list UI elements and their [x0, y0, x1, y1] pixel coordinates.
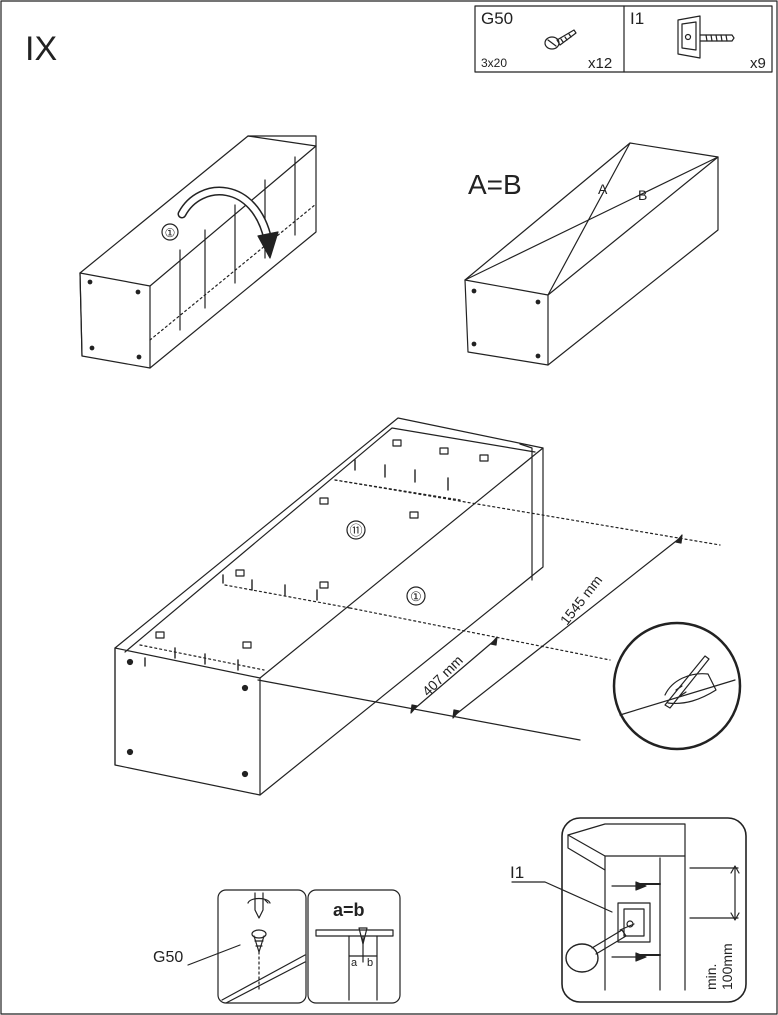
parts-table: G50 3x20 x12 I1 x9 [474, 5, 773, 73]
screw-row-1 [144, 459, 449, 671]
min-distance-label-1: min. [703, 964, 719, 990]
step-number: IX [25, 30, 57, 68]
circled-one-back-label: ① [410, 589, 422, 604]
equal-spacing-label: a=b [333, 900, 365, 920]
diagonal-a-label: A [598, 181, 608, 197]
cabinet-rotate-view: ① [79, 135, 317, 369]
dimension-long-line [454, 537, 681, 716]
bracket-icon [677, 15, 735, 59]
part-size-g50: 3x20 [481, 56, 507, 70]
dimension-short-line [412, 639, 496, 711]
circled-eleven-label: ⑪ [349, 523, 362, 538]
circled-one-label: ① [165, 226, 176, 240]
screw-callout-label: G50 [153, 949, 183, 966]
equal-diagonal-label: A=B [468, 169, 522, 200]
spacing-b-label: b [367, 957, 373, 969]
cabinet-diagonal-view: A=B A B [464, 142, 719, 366]
dimension-long-label: 1545 mm [557, 572, 606, 628]
part-qty-g50: x12 [588, 55, 612, 72]
pencil-marking-detail [612, 621, 742, 751]
min-distance-label-2: 100mm [719, 943, 735, 990]
diagonal-b-label: B [638, 187, 647, 203]
bracket-install-detail: min. 100mm I1 [510, 817, 747, 1003]
screw-icon [544, 29, 577, 50]
bracket-markers [155, 439, 489, 649]
dimension-short-label: 407 mm [419, 652, 466, 699]
screw-install-detail: G50 [153, 889, 307, 1004]
equal-spacing-detail: a=b a b [307, 889, 401, 1004]
part-code-g50: G50 [481, 9, 513, 28]
part-code-i1: I1 [630, 9, 644, 28]
spacing-a-label: a [351, 957, 358, 969]
bracket-callout-label: I1 [510, 863, 524, 882]
cabinet-back-panel-view: ⑪ ① 1545 mm 407 mm [114, 417, 721, 796]
part-qty-i1: x9 [750, 55, 766, 72]
